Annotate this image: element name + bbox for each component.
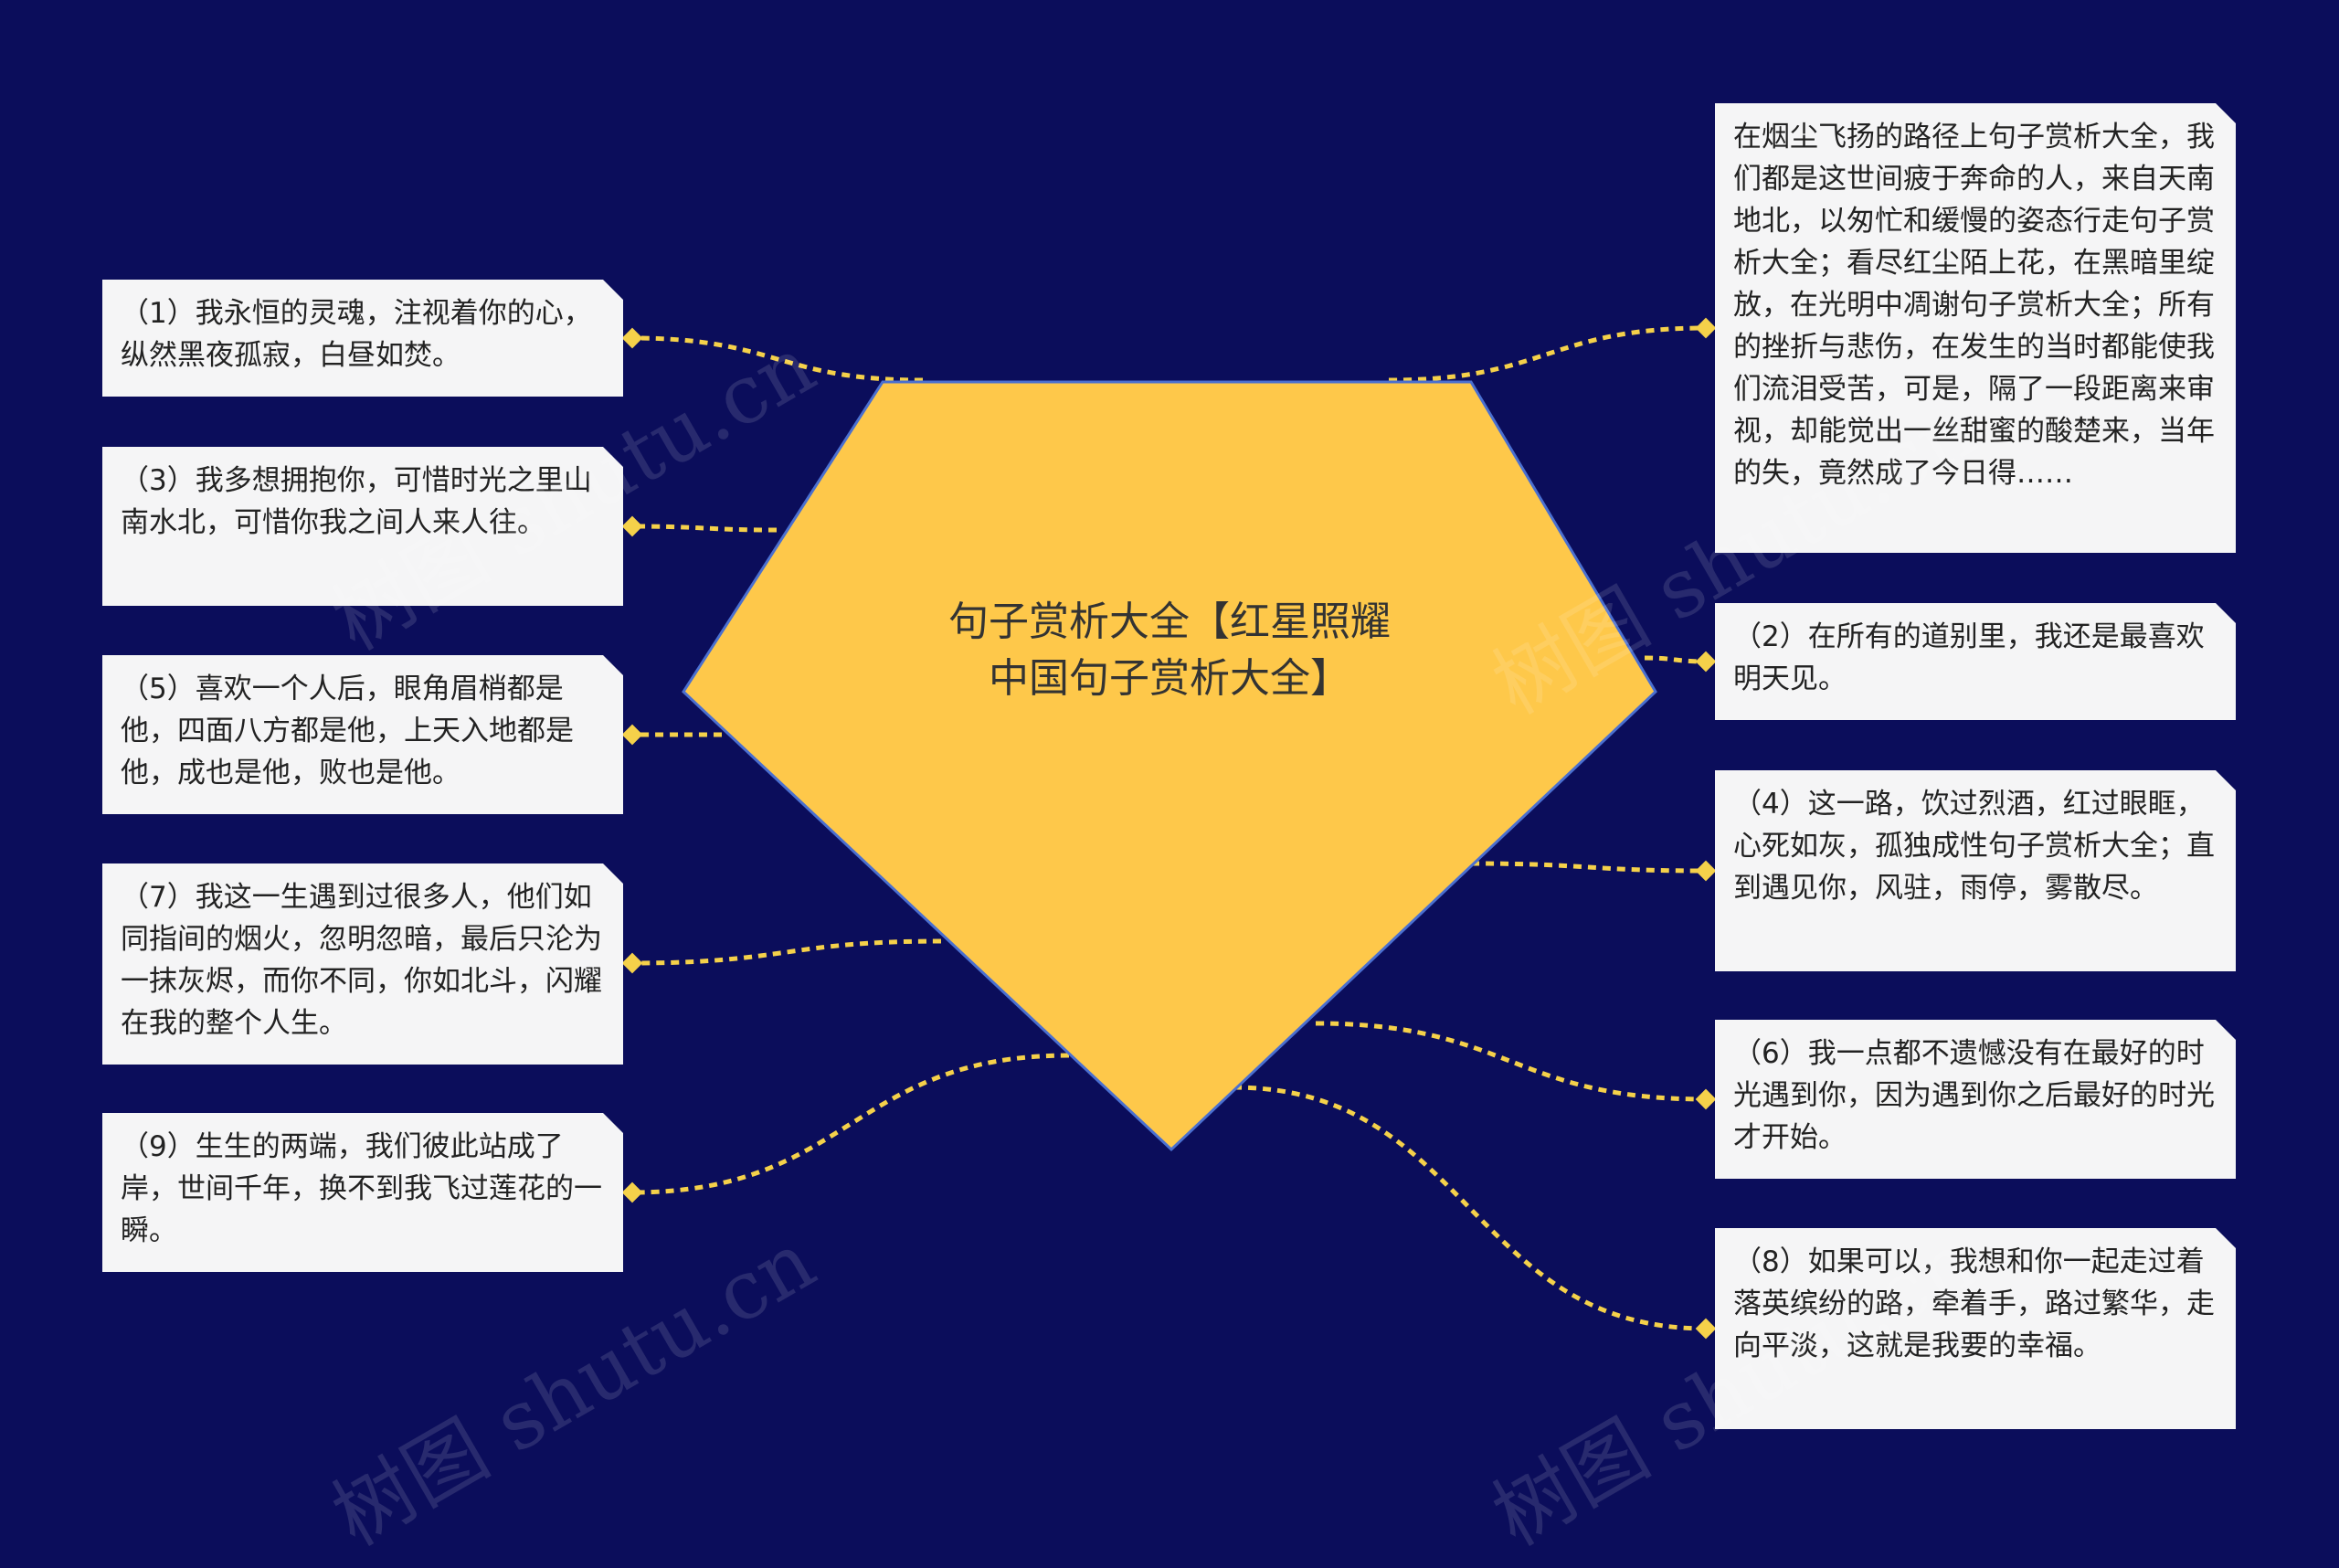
connector-diamond-icon [621,1181,643,1203]
connector-diamond-icon [1695,860,1717,882]
node-left-9[interactable]: （9）生生的两端，我们彼此站成了岸，世间千年，换不到我飞过莲花的一瞬。 [102,1113,623,1272]
node-left-3[interactable]: （3）我多想拥抱你，可惜时光之里山南水北，可惜你我之间人来人往。 [102,447,623,606]
connector-line [631,335,924,383]
node-right-4[interactable]: （4）这一路，饮过烈酒，红过眼眶，心死如灰，孤独成性句子赏析大全；直到遇见你，风… [1715,770,2236,971]
connector-lines [631,325,1707,1331]
connector-diamond-icon [1695,1088,1717,1110]
node-left-1[interactable]: （1）我永恒的灵魂，注视着你的心，纵然黑夜孤寂，白昼如焚。 [102,280,623,397]
connector-diamond-icon [1695,651,1717,673]
node-right-2[interactable]: （2）在所有的道别里，我还是最喜欢明天见。 [1715,603,2236,720]
node-right-6[interactable]: （6）我一点都不遗憾没有在最好的时光遇到你，因为遇到你之后最好的时光才开始。 [1715,1020,2236,1179]
center-title-line1: 句子赏析大全【红星照耀 [948,599,1391,645]
node-right-main[interactable]: 在烟尘飞扬的路径上句子赏析大全，我们都是这世间疲于奔命的人，来自天南地北，以匆忙… [1715,103,2236,553]
node-left-5[interactable]: （5）喜欢一个人后，眼角眉梢都是他，四面八方都是他，上天入地都是他，成也是他，败… [102,655,623,814]
connector-diamond-icon [621,327,643,349]
center-topic[interactable]: 句子赏析大全【红星照耀 中国句子赏析大全】 [914,594,1425,707]
connector-markers [621,317,1717,1340]
connector-line [631,524,778,533]
center-title-line2: 中国句子赏析大全】 [989,655,1350,702]
connector-line [1388,325,1707,383]
node-right-8[interactable]: （8）如果可以，我想和你一起走过着落英缤纷的路，牵着手，路过繁华，走向平淡，这就… [1715,1228,2236,1429]
node-left-7[interactable]: （7）我这一生遇到过很多人，他们如同指间的烟火，忽明忽暗，最后只沦为一抹灰烬，而… [102,863,623,1065]
connector-line [631,938,942,966]
connector-line [631,1053,1070,1195]
center-pentagon [682,380,1657,1152]
connector-line [1233,1085,1707,1331]
connector-line [1644,655,1707,664]
connector-diamond-icon [1695,317,1717,339]
connector-diamond-icon [1695,1318,1717,1340]
connector-diamond-icon [621,952,643,974]
connector-line [1315,1021,1707,1102]
connector-line [1470,861,1707,874]
connector-diamond-icon [621,515,643,537]
mindmap-canvas [621,317,1717,1340]
connector-diamond-icon [621,724,643,746]
